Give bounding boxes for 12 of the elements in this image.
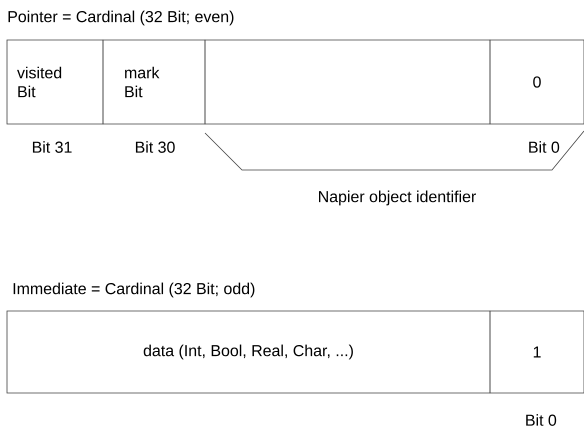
bit-field-cell: 0 <box>490 40 584 124</box>
bit-label: Bit 31 <box>32 141 72 153</box>
bit-field-cell: 1 <box>490 310 584 394</box>
bit-label: Bit 0 <box>526 414 556 426</box>
bit-field-cell: visited Bit <box>6 40 104 124</box>
bit-label: Bit 0 <box>529 141 560 153</box>
field-caption: Napier object identifier <box>319 190 476 206</box>
bit-label: Bit 30 <box>136 141 175 153</box>
heading: Pointer = Cardinal (32 Bit; even) <box>8 10 234 26</box>
bit-field-cell: mark Bit <box>102 40 206 124</box>
bit-field-cell: data (Int, Bool, Real, Char, ...) <box>6 310 490 394</box>
empty-field-cell <box>204 40 490 124</box>
